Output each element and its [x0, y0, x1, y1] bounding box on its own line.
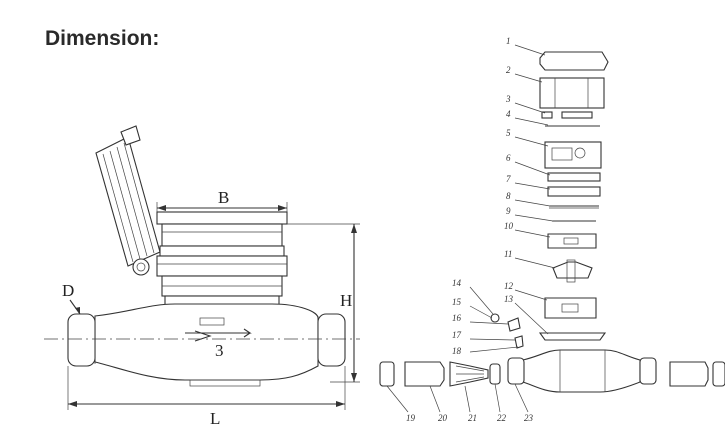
page-heading: Dimension:: [45, 27, 160, 50]
part-number-23: 23: [524, 413, 534, 423]
part-10-shape: [547, 233, 597, 249]
part-13-shape: [538, 332, 607, 341]
exploded-parts: [379, 51, 725, 393]
dimension-d-label: D: [62, 281, 74, 300]
exploded-view: 1 2 3 4 5 6 7 8 9 10 11 12 13 14 15 16 1…: [379, 36, 725, 423]
part-number-8: 8: [506, 191, 511, 201]
part-20-shape: [404, 361, 445, 387]
part-leaders: [386, 44, 556, 413]
part-3-shape: [541, 111, 553, 119]
part-1-shape: [539, 51, 609, 71]
part-number-19: 19: [406, 413, 416, 423]
part-numbers: 1 2 3 4 5 6 7 8 9 10 11 12 13 14 15 16 1…: [406, 36, 534, 423]
meter-body: [44, 303, 360, 387]
part-number-10: 10: [504, 221, 514, 231]
part-15-shape: [490, 313, 500, 323]
part-6-shape: [547, 172, 601, 182]
dimension-l-label: L: [210, 409, 220, 426]
part-number-13: 13: [504, 294, 514, 304]
part-number-21: 21: [468, 413, 477, 423]
part-number-14: 14: [452, 278, 462, 288]
part-number-11: 11: [504, 249, 512, 259]
part-number-6: 6: [506, 153, 511, 163]
part-23-shape: [522, 349, 641, 393]
part-17-shape: [514, 335, 524, 349]
dimension-b-label: B: [218, 188, 229, 207]
part-16-shape: [507, 317, 521, 332]
part-19-shape: [379, 361, 395, 387]
part-number-22: 22: [497, 413, 507, 423]
dimension-l: L: [67, 366, 346, 426]
part-number-18: 18: [452, 346, 462, 356]
meter-lid: [95, 125, 161, 276]
part-number-17: 17: [452, 330, 462, 340]
part-number-15: 15: [452, 297, 462, 307]
part-12-shape: [544, 297, 597, 319]
part-number-12: 12: [504, 281, 514, 291]
part-number-5: 5: [506, 128, 511, 138]
dimension-b: B: [156, 188, 288, 212]
meter-assembly-drawing: B H L D 3: [44, 125, 360, 426]
tail-right-shape: [712, 361, 725, 387]
part-7-shape: [547, 186, 601, 197]
part-number-7: 7: [506, 174, 511, 184]
register-head: [156, 211, 288, 307]
dimension-h-label: H: [340, 291, 352, 310]
part-number-2: 2: [506, 65, 511, 75]
part-5-shape: [544, 141, 602, 169]
part-number-9: 9: [506, 206, 511, 216]
part-number-16: 16: [452, 313, 462, 323]
part-number-4: 4: [506, 109, 511, 119]
part-22-shape: [489, 363, 501, 385]
part-11-shape: [552, 261, 593, 279]
part-number-3: 3: [505, 94, 511, 104]
part-number-1: 1: [506, 36, 511, 46]
flow-arrow: [185, 328, 252, 338]
dimension-d: D: [62, 281, 81, 315]
dimension-h: H: [287, 223, 360, 383]
part-number-20: 20: [438, 413, 448, 423]
coupling-right-shape: [669, 361, 709, 387]
flow-number-label: 3: [215, 341, 224, 360]
part-2-shape: [539, 77, 605, 109]
